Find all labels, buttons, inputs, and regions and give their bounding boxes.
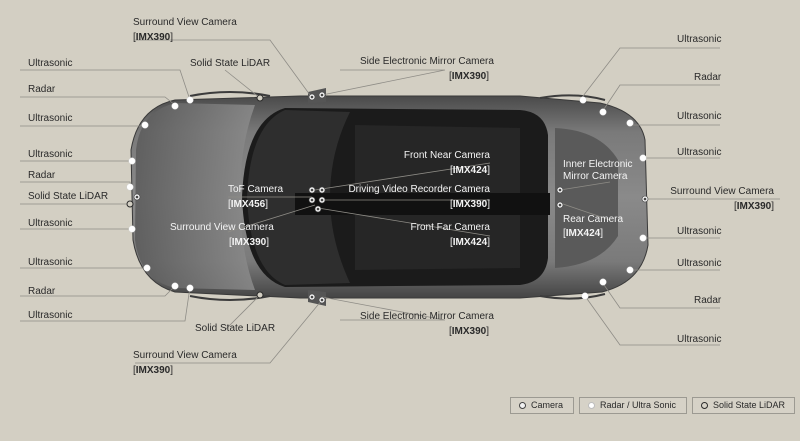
label-surround-view-top: Surround View Camera [IMX390] [133, 17, 237, 43]
car-rear-window [555, 128, 618, 268]
label-ultrasonic-5: Ultrasonic [28, 257, 73, 268]
label-radar-r2: Radar [694, 295, 722, 306]
label-radar-3: Radar [28, 286, 56, 297]
label-rear-camera: Rear Camera [IMX424] [563, 214, 624, 239]
radar-ultrasonic-markers [126, 96, 647, 300]
legend-lidar: Solid State LiDAR [692, 397, 795, 414]
label-ultrasonic-3: Ultrasonic [28, 149, 73, 160]
label-driving-video-camera: Driving Video Recorder Camera [IMX390] [348, 184, 490, 210]
label-ultrasonic-r3: Ultrasonic [677, 147, 722, 158]
label-tof-camera: ToF Camera [IMX456] [228, 184, 284, 210]
label-inner-mirror-camera: Inner Electronic Mirror Camera [563, 159, 633, 182]
label-surround-view-front: Surround View Camera [IMX390] [170, 222, 274, 248]
camera-markers [133, 91, 649, 304]
label-ultrasonic-4: Ultrasonic [28, 218, 73, 229]
label-lidar-bottom: Solid State LiDAR [195, 323, 276, 334]
lidar-markers [126, 94, 264, 299]
car-center-bar [295, 193, 550, 215]
label-side-mirror-bottom: Side Electronic Mirror Camera [IMX390] [360, 311, 494, 337]
lidar-icon [701, 402, 708, 409]
label-surround-view-rear: Surround View Camera [IMX390] [670, 186, 774, 212]
label-radar-1: Radar [28, 84, 56, 95]
label-lidar-front: Solid State LiDAR [28, 191, 109, 202]
label-ultrasonic-r6: Ultrasonic [677, 334, 722, 345]
label-radar-2: Radar [28, 170, 56, 181]
label-lidar-top: Solid State LiDAR [190, 58, 271, 69]
label-front-far-camera: Front Far Camera [IMX424] [410, 222, 490, 248]
label-front-near-camera: Front Near Camera [IMX424] [403, 150, 490, 176]
label-radar-r1: Radar [694, 72, 722, 83]
label-ultrasonic-1: Ultrasonic [28, 58, 73, 69]
label-ultrasonic-r5: Ultrasonic [677, 258, 722, 269]
label-side-mirror-top: Side Electronic Mirror Camera [IMX390] [360, 56, 494, 82]
camera-icon [519, 402, 526, 409]
legend-radar-ultrasonic: Radar / Ultra Sonic [579, 397, 687, 414]
radar-icon [588, 402, 595, 409]
car-hood [135, 103, 255, 290]
label-ultrasonic-r4: Ultrasonic [677, 226, 722, 237]
label-ultrasonic-6: Ultrasonic [28, 310, 73, 321]
legend-camera: Camera [510, 397, 574, 414]
label-surround-view-bottom: Surround View Camera [IMX390] [133, 350, 237, 376]
label-ultrasonic-2: Ultrasonic [28, 113, 73, 124]
label-ultrasonic-r1: Ultrasonic [677, 34, 722, 45]
label-ultrasonic-r2: Ultrasonic [677, 111, 722, 122]
